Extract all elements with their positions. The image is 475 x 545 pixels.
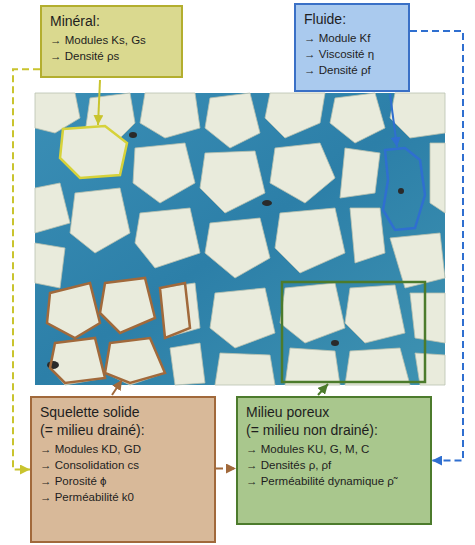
box-heading: Minéral: xyxy=(50,12,173,30)
dark-spot xyxy=(262,200,272,206)
grain xyxy=(200,151,265,213)
grain xyxy=(60,126,127,178)
grain xyxy=(275,208,345,273)
opaque-minerals xyxy=(47,132,404,369)
grain xyxy=(100,278,155,333)
heading-line: (= milieu drainé): xyxy=(40,421,206,439)
grain-outline xyxy=(47,283,100,338)
grains xyxy=(35,93,445,385)
grain xyxy=(265,93,325,138)
grain xyxy=(35,243,65,288)
skeleton-outline xyxy=(47,278,190,383)
heading-line: Squelette solide xyxy=(40,403,206,421)
property-item: → Modules Ks, Gs xyxy=(50,32,173,48)
grain xyxy=(50,338,105,385)
grain xyxy=(35,93,80,133)
property-item: → Modules KU, G, M, C xyxy=(246,441,422,457)
property-item: → Densité ρs xyxy=(50,48,173,64)
fluid-box: Fluide: → Module Kf→ Viscosité η→ Densité… xyxy=(294,3,410,92)
fluid-outline xyxy=(383,148,425,230)
dark-spot xyxy=(129,132,137,138)
property-item: → Densité ρf xyxy=(304,62,400,78)
property-item: → Viscosité η xyxy=(304,46,400,62)
pointer-arrow xyxy=(390,94,397,147)
grain xyxy=(140,93,200,138)
grain xyxy=(205,93,260,148)
grain xyxy=(410,293,445,343)
dark-spot xyxy=(331,340,339,346)
grain xyxy=(390,233,445,288)
property-item: → Perméabilité k0 xyxy=(40,489,206,505)
property-item: → Densités ρ, ρf xyxy=(246,457,422,473)
heading-line: Milieu poreux xyxy=(246,403,422,421)
property-item: → Module Kf xyxy=(304,30,400,46)
grain xyxy=(133,143,195,203)
grain xyxy=(285,348,340,385)
grain xyxy=(340,148,380,198)
grain xyxy=(47,283,100,338)
grain xyxy=(345,348,410,385)
grain xyxy=(390,93,445,138)
grain xyxy=(270,143,335,203)
grain-outline xyxy=(100,278,155,333)
dark-spot xyxy=(398,188,404,194)
grain-outline xyxy=(160,283,190,338)
mineral-outline xyxy=(60,126,127,178)
grain xyxy=(330,93,385,143)
grain xyxy=(415,353,445,385)
pore-space xyxy=(35,93,445,385)
box-heading: Milieu poreux (= milieu non drainé): xyxy=(246,403,422,439)
mineral-box: Minéral: → Modules Ks, Gs→ Densité ρs xyxy=(40,5,183,78)
pointer-arrow xyxy=(98,80,100,125)
heading-line: (= milieu non drainé): xyxy=(246,421,422,439)
porous-medium-outline xyxy=(282,282,425,382)
box-heading: Squelette solide (= milieu drainé): xyxy=(40,403,206,439)
grain xyxy=(205,218,270,278)
pointer-arrow xyxy=(112,380,122,395)
property-item: → Porosité ϕ xyxy=(40,473,206,489)
pointer-arrow xyxy=(318,384,328,395)
grain xyxy=(350,208,385,263)
grain xyxy=(430,143,445,213)
grain xyxy=(280,283,345,343)
undrained-medium-box: Milieu poreux (= milieu non drainé): → Mo… xyxy=(236,396,432,525)
grain xyxy=(135,208,200,268)
dashed-connector xyxy=(216,468,236,470)
property-item: → Modules KD, GD xyxy=(40,441,206,457)
property-item: → Perméabilité dynamique ρ̃ xyxy=(246,473,422,489)
grain xyxy=(160,283,200,338)
grain xyxy=(215,353,275,385)
box-heading: Fluide: xyxy=(304,10,400,28)
grain xyxy=(170,343,205,385)
grain xyxy=(70,188,130,253)
grain xyxy=(210,288,275,348)
grain xyxy=(35,183,70,233)
grain xyxy=(105,338,165,385)
grain xyxy=(345,285,405,343)
grain-outline xyxy=(105,338,165,383)
drained-medium-box: Squelette solide (= milieu drainé): → Mod… xyxy=(30,396,216,543)
grain-outline xyxy=(50,338,105,383)
property-item: → Consolidation cs xyxy=(40,457,206,473)
micrograph xyxy=(35,93,445,385)
